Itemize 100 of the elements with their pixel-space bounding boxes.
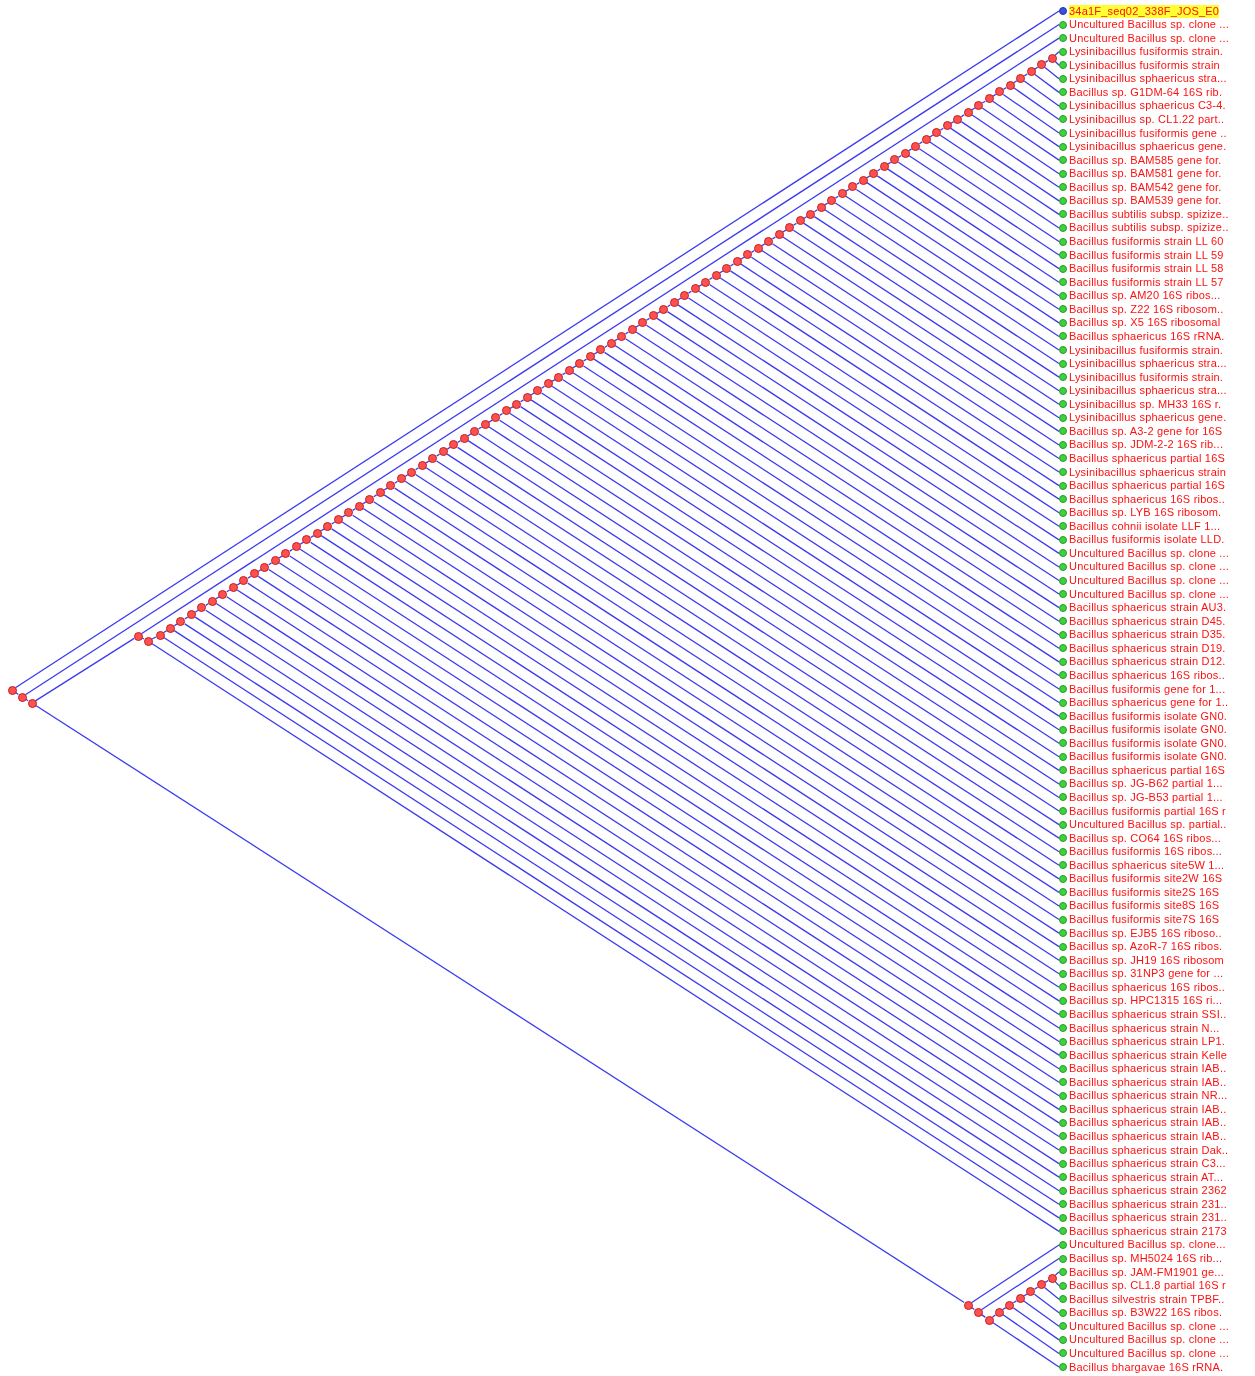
branch-node xyxy=(585,352,595,362)
branch-line xyxy=(950,127,1060,202)
branch-node xyxy=(911,141,921,151)
branch-line xyxy=(151,636,157,640)
branch-node xyxy=(228,582,238,592)
branch-node xyxy=(459,433,469,443)
branch-line xyxy=(950,120,955,125)
branch-line xyxy=(341,514,346,518)
sequence-label: Uncultured Bacillus sp. clone ... xyxy=(1069,1333,1230,1347)
sequence-label: Uncultured Bacillus sp. clone ... xyxy=(1069,560,1230,574)
branch-node xyxy=(270,555,280,565)
sequence-label: Bacillus fusiformis strain LL 58 xyxy=(1069,262,1224,276)
branch-node xyxy=(143,636,153,646)
sequence-label: Bacillus fusiformis site2S 16S xyxy=(1069,885,1220,899)
sequence-label: Bacillus sphaericus strain IAB.. xyxy=(1069,1129,1227,1143)
branch-line xyxy=(992,93,997,97)
sequence-label: Bacillus fusiformis partial 16S r xyxy=(1069,804,1226,818)
branch-node xyxy=(186,610,196,620)
branch-line xyxy=(908,154,1060,256)
sequence-label: Bacillus sp. BAM581 gene for. xyxy=(1069,167,1222,181)
sequence-label: Bacillus sp. X5 16S ribosomal xyxy=(1069,316,1221,330)
sequence-label: Bacillus fusiformis isolate GN0. xyxy=(1069,709,1227,723)
branch-node xyxy=(470,426,480,436)
branch-line xyxy=(1044,1287,1060,1300)
sequence-label: Bacillus sp. Z22 16S ribosom.. xyxy=(1069,302,1224,316)
branch-node xyxy=(921,134,931,144)
branch-line xyxy=(35,704,965,1304)
branch-line xyxy=(1002,93,1060,134)
branch-line xyxy=(582,358,588,362)
branch-node xyxy=(133,631,143,641)
branch-node xyxy=(291,542,301,552)
branch-node xyxy=(753,243,763,253)
branch-node xyxy=(155,630,165,640)
branch-node xyxy=(365,494,375,504)
branch-line xyxy=(897,161,1060,270)
sequence-label: Lysinibacillus fusiformis strain. xyxy=(1069,45,1224,59)
branch-line xyxy=(519,399,525,403)
branch-line xyxy=(436,453,441,457)
branch-node xyxy=(207,596,217,606)
branch-node xyxy=(617,331,627,341)
branch-line xyxy=(1033,73,1060,93)
branch-line xyxy=(488,419,493,423)
branch-line xyxy=(803,215,808,220)
branch-line xyxy=(855,182,860,186)
branch-line xyxy=(540,385,546,389)
branch-node xyxy=(806,209,816,219)
branch-node xyxy=(480,420,490,430)
branch-node xyxy=(984,94,994,104)
branch-line xyxy=(981,1314,986,1318)
branch-line xyxy=(1012,1300,1018,1304)
branch-line xyxy=(708,277,714,281)
branch-line xyxy=(845,195,1060,338)
branch-line xyxy=(1013,80,1018,84)
branch-node xyxy=(438,447,448,457)
branch-node xyxy=(659,304,669,314)
sequence-label: Bacillus fusiformis gene for 1... xyxy=(1069,682,1226,696)
sequence-label: Bacillus sphaericus partial 16S xyxy=(1069,451,1225,465)
sequence-label: Bacillus sphaericus strain D12. xyxy=(1069,655,1226,669)
branch-line xyxy=(792,222,797,226)
branch-line xyxy=(855,188,1060,324)
sequence-label: Bacillus sp. JG-B53 partial 1... xyxy=(1069,790,1223,804)
branch-node xyxy=(932,128,942,138)
branch-line xyxy=(163,630,168,634)
branch-line xyxy=(551,378,556,383)
branch-line xyxy=(1054,1271,1060,1276)
branch-node xyxy=(564,365,574,375)
branch-line xyxy=(561,372,567,376)
branch-line xyxy=(635,324,640,328)
branch-line xyxy=(991,1314,997,1318)
branch-line xyxy=(897,154,902,159)
branch-node xyxy=(606,338,616,348)
sequence-label: Bacillus sphaericus strain 2362 xyxy=(1069,1184,1227,1198)
sequence-label: Bacillus sphaericus strain 231.. xyxy=(1069,1197,1228,1211)
branch-line xyxy=(268,562,273,566)
branch-node xyxy=(197,603,207,613)
sequence-label: Bacillus fusiformis site7S 16S xyxy=(1069,913,1220,926)
branch-line xyxy=(383,487,388,491)
sequence-label: Bacillus fusiformis strain LL 57 xyxy=(1069,275,1224,289)
branch-line xyxy=(1002,1307,1007,1311)
sequence-label: Uncultured Bacillus sp. partial.. xyxy=(1069,818,1227,832)
sequence-label: Bacillus sphaericus site5W 1... xyxy=(1069,858,1225,872)
sequence-label: Bacillus silvestris strain TPBF.. xyxy=(1069,1292,1225,1306)
branch-line xyxy=(960,120,1060,188)
branch-line xyxy=(866,175,871,179)
branch-node xyxy=(701,277,711,287)
sequence-label: Bacillus bhargavae 16S rRNA. xyxy=(1069,1360,1224,1374)
branch-node xyxy=(785,223,795,233)
sequence-label: Lysinibacillus sp. CL1.22 part.. xyxy=(1069,112,1225,126)
branch-node xyxy=(218,589,228,599)
branch-node xyxy=(900,148,910,158)
branch-line xyxy=(194,609,199,613)
branch-line xyxy=(771,236,776,240)
sequence-label: Bacillus sphaericus strain AU3. xyxy=(1069,601,1227,615)
branch-line xyxy=(35,637,135,702)
sequence-label: Bacillus sp. B3W22 16S ribos. xyxy=(1069,1306,1223,1320)
sequence-label: Bacillus fusiformis isolate GN0. xyxy=(1069,736,1227,750)
sequence-label: Bacillus sphaericus strain AT... xyxy=(1069,1170,1224,1184)
branch-node xyxy=(995,87,1004,97)
branch-line xyxy=(278,555,283,559)
sequence-label: Bacillus sphaericus 16S ribos.. xyxy=(1069,492,1225,506)
